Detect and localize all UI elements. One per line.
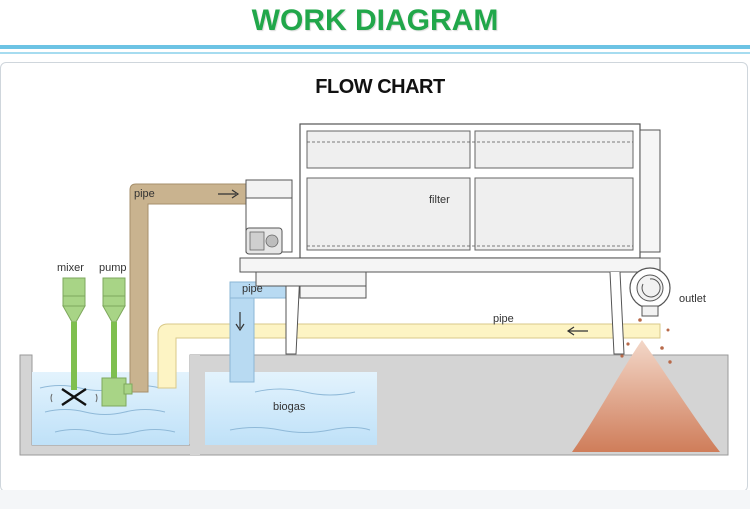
feed-pipe-label: pipe	[134, 188, 155, 200]
outlet-label: outlet	[679, 293, 706, 305]
return-pipe-label: pipe	[493, 313, 514, 325]
mixer	[50, 277, 98, 406]
filter-label: filter	[429, 194, 450, 206]
mixer-label: mixer	[57, 262, 84, 274]
return-pipe	[157, 323, 661, 389]
diagram-subtitle: FLOW CHART	[315, 76, 445, 98]
page-title: WORK DIAGRAM	[251, 4, 499, 37]
screw-press-machine	[239, 123, 671, 355]
pump-label: pump	[99, 262, 127, 274]
drain-pipe	[229, 281, 287, 383]
bottom-strip	[0, 490, 750, 509]
drain-pipe-label: pipe	[242, 283, 263, 295]
title-divider-thin	[0, 52, 750, 54]
biogas-label: biogas	[273, 401, 306, 413]
feed-pipe	[129, 183, 253, 393]
pump	[101, 277, 133, 407]
biogas-tank	[205, 372, 377, 445]
title-divider	[0, 45, 750, 49]
